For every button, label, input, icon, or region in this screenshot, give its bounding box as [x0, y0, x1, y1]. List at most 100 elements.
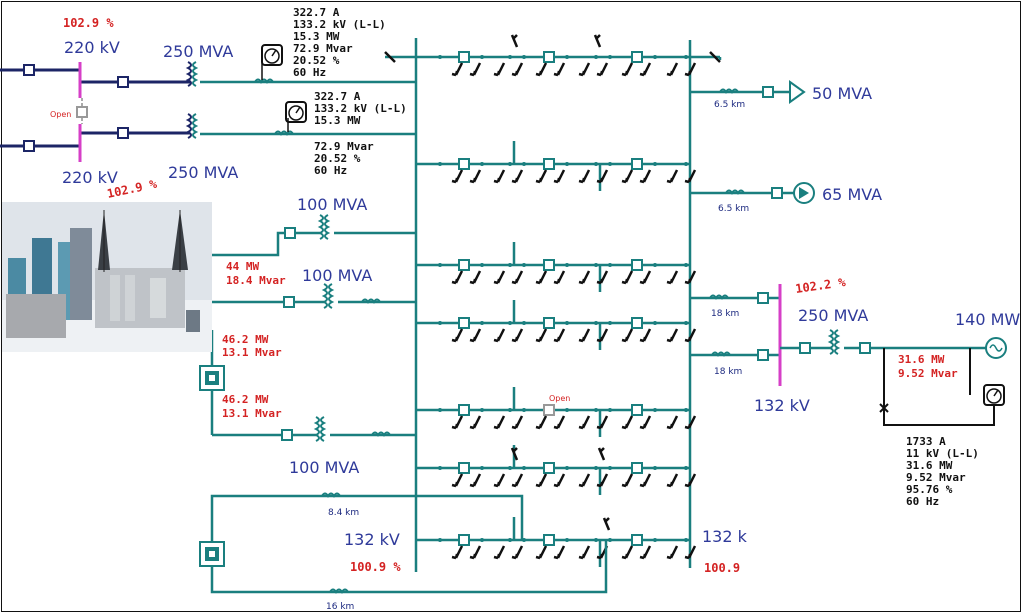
- transformer-icon[interactable]: [315, 416, 325, 442]
- breaker-icon[interactable]: [631, 51, 643, 63]
- breaker-icon[interactable]: [458, 317, 470, 329]
- load-arrow-icon: [578, 169, 591, 184]
- breaker-icon[interactable]: [799, 342, 811, 354]
- load-arrow-icon: [621, 545, 634, 560]
- open-breaker-icon[interactable]: [543, 404, 555, 416]
- load-arrow-icon: [684, 169, 697, 184]
- label-100mva-b: 100 MVA: [302, 266, 372, 285]
- label-250mva-top: 250 MVA: [163, 42, 233, 61]
- breaker-icon[interactable]: [631, 462, 643, 474]
- breaker-icon[interactable]: [543, 462, 555, 474]
- load-arrow-icon: [621, 270, 634, 285]
- open-breaker-icon[interactable]: [76, 106, 88, 118]
- breaker-icon[interactable]: [762, 86, 774, 98]
- load-arrow-icon[interactable]: [789, 80, 806, 104]
- load-arrow-icon: [639, 545, 652, 560]
- breaker-icon[interactable]: [284, 227, 296, 239]
- pct-bottom: 100.9 %: [350, 560, 401, 574]
- breaker-icon[interactable]: [458, 462, 470, 474]
- breaker-icon[interactable]: [631, 317, 643, 329]
- breaker-icon[interactable]: [458, 534, 470, 546]
- load-arrow-icon: [596, 473, 609, 488]
- load-arrow-icon: [684, 415, 697, 430]
- meter-icon[interactable]: [983, 384, 1005, 406]
- breaker-icon[interactable]: [117, 127, 129, 139]
- load-arrow-icon: [535, 415, 548, 430]
- gen-132kv-connection: [690, 284, 1007, 426]
- breaker-icon[interactable]: [631, 404, 643, 416]
- load-arrow-icon: [451, 328, 464, 343]
- load-arrow-icon: [666, 473, 679, 488]
- load-arrow-icon: [684, 473, 697, 488]
- load-arrow-icon: [493, 62, 506, 77]
- label-100mva-c: 100 MVA: [289, 458, 359, 477]
- svg-text:322.7 A: 322.7 A: [293, 6, 340, 19]
- load-arrow-icon: [451, 473, 464, 488]
- distance-3: 18 km: [711, 309, 739, 319]
- load-arrow-icon: [578, 473, 591, 488]
- load-arrow-icon: [621, 62, 634, 77]
- load-65mva-line: [690, 182, 815, 204]
- load-arrow-icon: [553, 415, 566, 430]
- load-arrow-icon: [684, 270, 697, 285]
- breaker-icon[interactable]: [543, 158, 555, 170]
- breaker-icon[interactable]: [283, 296, 295, 308]
- load-arrow-icon: [639, 62, 652, 77]
- load-arrow-icon: [666, 169, 679, 184]
- load-arrow-icon: [535, 473, 548, 488]
- breaker-icon[interactable]: [458, 51, 470, 63]
- distance-6: 16 km: [326, 602, 354, 612]
- breaker-icon[interactable]: [631, 259, 643, 271]
- breaker-icon[interactable]: [631, 534, 643, 546]
- breaker-icon[interactable]: [458, 158, 470, 170]
- breaker-icon[interactable]: [23, 64, 35, 76]
- breaker-icon[interactable]: [23, 140, 35, 152]
- open-label-mid: Open: [549, 394, 570, 403]
- svg-text:60 Hz: 60 Hz: [314, 164, 347, 177]
- load-up-icon: [593, 34, 602, 48]
- breaker-icon[interactable]: [771, 187, 783, 199]
- open-label-left: Open: [50, 110, 71, 119]
- load-arrow-icon: [596, 328, 609, 343]
- load-50mva-line: [690, 80, 806, 104]
- load-up-icon: [597, 447, 606, 461]
- flow-plant-mvar: 18.4 Mvar: [226, 274, 286, 287]
- transformer-icon[interactable]: [319, 214, 329, 240]
- load-arrow-icon: [451, 415, 464, 430]
- load-arrow-icon: [553, 473, 566, 488]
- load-arrow-icon: [451, 169, 464, 184]
- breaker-icon[interactable]: [281, 429, 293, 441]
- breaker-icon[interactable]: [757, 349, 769, 361]
- breaker-icon[interactable]: [543, 534, 555, 546]
- load-arrow-icon: [684, 62, 697, 77]
- load-arrow-icon: [621, 473, 634, 488]
- transformer-icon[interactable]: [323, 283, 333, 309]
- breaker-icon[interactable]: [631, 158, 643, 170]
- flow-2-mvar: 13.1 Mvar: [222, 407, 282, 420]
- breaker-icon[interactable]: [543, 317, 555, 329]
- load-arrow-icon: [578, 270, 591, 285]
- distance-2: 6.5 km: [718, 204, 749, 214]
- breaker-icon[interactable]: [859, 342, 871, 354]
- transformer-icon[interactable]: [829, 329, 839, 355]
- load-arrow-icon: [596, 415, 609, 430]
- load-arrow-icon: [469, 169, 482, 184]
- load-arrow-icon: [511, 169, 524, 184]
- distance-4: 18 km: [714, 367, 742, 377]
- meter-icon[interactable]: [285, 101, 307, 123]
- load-arrow-icon: [469, 62, 482, 77]
- load-arrow-icon: [666, 62, 679, 77]
- load-arrow-icon: [451, 270, 464, 285]
- breaker-icon[interactable]: [543, 259, 555, 271]
- label-65mva: 65 MVA: [822, 185, 882, 204]
- breaker-icon[interactable]: [458, 404, 470, 416]
- breaker-icon[interactable]: [117, 76, 129, 88]
- svg-text:9.52 Mvar: 9.52 Mvar: [906, 471, 966, 484]
- breaker-icon[interactable]: [543, 51, 555, 63]
- load-arrow-icon: [451, 62, 464, 77]
- load-arrow-icon: [553, 169, 566, 184]
- breaker-icon[interactable]: [757, 292, 769, 304]
- meter-icon[interactable]: [261, 44, 283, 66]
- breaker-icon[interactable]: [458, 259, 470, 271]
- load-arrow-icon: [553, 270, 566, 285]
